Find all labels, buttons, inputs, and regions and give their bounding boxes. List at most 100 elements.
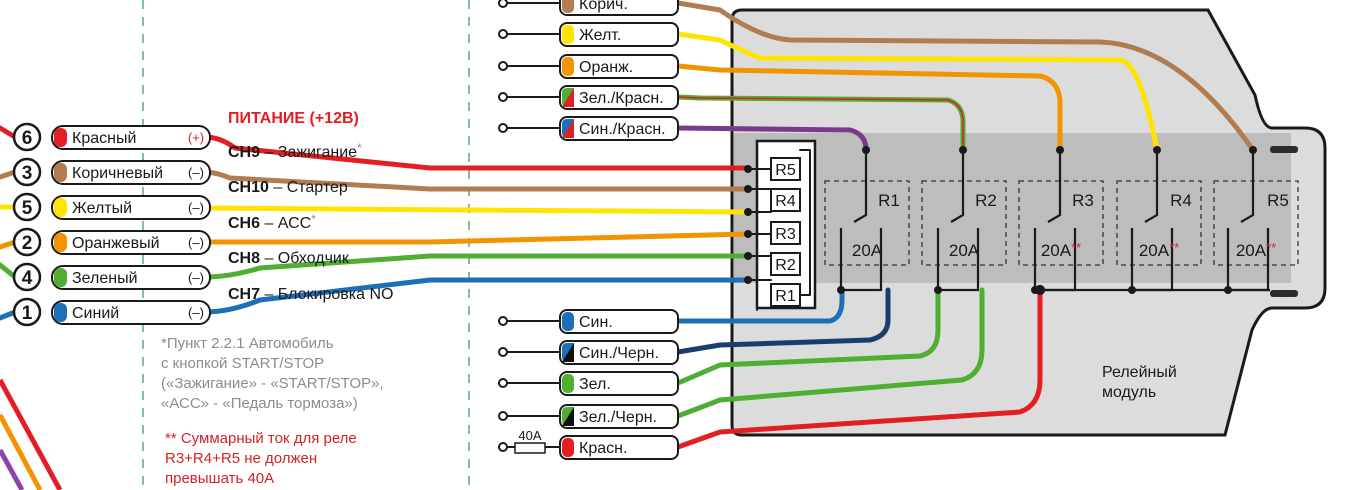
note-gray-line1: *Пункт 2.2.1 Автомобиль xyxy=(161,335,334,352)
connector-chip xyxy=(562,25,574,44)
stub-orange xyxy=(0,239,18,250)
note-gray-line2: с кнопкой START/STOP xyxy=(161,355,324,372)
harness-label-box xyxy=(51,195,211,220)
harness-number-badge xyxy=(12,157,42,187)
connector-chip xyxy=(562,374,574,393)
harness-color-chip xyxy=(54,128,67,147)
channel-ch9: CH9 – Зажигание* xyxy=(228,141,362,161)
relay-rating: 20A** xyxy=(1041,240,1081,260)
wire-brown-top xyxy=(675,0,1256,153)
relay-name: R4 xyxy=(1170,191,1192,210)
connector-box xyxy=(559,85,679,110)
note-red-line1: ** Суммарный ток для реле xyxy=(165,430,357,447)
harness-label: Зеленый xyxy=(72,270,138,287)
power-label: ПИТАНИЕ (+12В) xyxy=(228,110,359,127)
wire-green-red-stripe xyxy=(677,96,964,151)
switch-node xyxy=(934,286,942,294)
wires xyxy=(0,0,1256,450)
bus-node xyxy=(744,165,752,173)
wire-green-black-bottom xyxy=(675,287,985,419)
stub-brown xyxy=(0,169,18,180)
bottom-connector-5: Красн. xyxy=(498,435,679,460)
fuse-label: 40A xyxy=(518,428,541,443)
harness-row-6: Красный(+)6 xyxy=(12,122,211,152)
relay-name: R1 xyxy=(878,191,900,210)
channel-ch8: CH8 – Обходчик xyxy=(228,250,350,267)
switch-node xyxy=(959,146,967,154)
harness-label-box xyxy=(51,230,211,255)
top-connector-3: Оранж. xyxy=(498,54,679,79)
lead-terminal xyxy=(498,347,508,357)
wire-orange-top xyxy=(675,63,1063,153)
relay-rating: 20A xyxy=(852,241,883,260)
connector-chip-stripe xyxy=(562,88,574,107)
relay-box-5 xyxy=(1213,180,1299,266)
offscreen-wires xyxy=(0,378,63,490)
note-red-line3: превышать 40А xyxy=(165,470,274,487)
harness-number-badge xyxy=(12,262,42,292)
left-harness: Красный(+)6Коричневый(–)3Желтый(–)5Оранж… xyxy=(12,122,211,327)
fuse-40a: 40A xyxy=(514,428,546,454)
harness-row-1: Синий(–)1 xyxy=(12,297,211,327)
harness-row-5: Желтый(–)5 xyxy=(12,192,211,222)
switch-contacts xyxy=(839,228,883,292)
connector-label: Син. xyxy=(579,314,613,331)
bus-node xyxy=(744,185,752,193)
channel-ch7: CH7 – Блокировка NO xyxy=(228,286,393,303)
harness-number: 4 xyxy=(22,268,33,289)
bus-node xyxy=(744,208,752,216)
top-connector-4: Зел./Красн. xyxy=(498,85,679,110)
switch-common xyxy=(1240,150,1255,223)
input-relay-label: R3 xyxy=(775,226,796,243)
input-relay-label: R4 xyxy=(775,193,796,210)
harness-label: Оранжевый xyxy=(72,235,160,252)
harness-row-4: Зеленый(–)4 xyxy=(12,262,211,292)
harness-color-chip xyxy=(54,198,67,217)
top-connector-5: Син./Красн. xyxy=(498,116,679,141)
relay-boxes xyxy=(824,180,1299,266)
switch-node xyxy=(1153,146,1161,154)
lead-terminal xyxy=(498,316,508,326)
top-connector-1: Корич. xyxy=(498,0,679,16)
wire-blue-bottom xyxy=(675,287,845,324)
lead-terminal xyxy=(498,411,508,421)
connector-chip-stripe xyxy=(562,343,574,362)
wire-yellow-top xyxy=(675,31,1160,153)
harness-number-badge xyxy=(12,122,42,152)
harness-label-box xyxy=(51,300,211,325)
input-relay-box xyxy=(770,252,801,276)
connector-box xyxy=(559,54,679,79)
harness-sign: (–) xyxy=(188,305,204,320)
harness-color-chip xyxy=(54,163,67,182)
harness-number-badge xyxy=(12,192,42,222)
harness-number: 6 xyxy=(22,128,33,149)
lead-terminal xyxy=(498,92,508,102)
input-relay-label: R1 xyxy=(775,288,796,305)
lead-terminal xyxy=(498,442,508,452)
relay-box-1 xyxy=(824,180,910,266)
relay-name: R3 xyxy=(1072,191,1094,210)
bus-node xyxy=(744,252,752,260)
lead-terminal xyxy=(498,61,508,71)
switch-node xyxy=(1249,146,1257,154)
bus-node xyxy=(744,230,752,238)
note-gray-line3: («Зажигание» - «START/STOP», xyxy=(161,375,384,392)
switch-common xyxy=(1047,150,1062,223)
power-bus-node xyxy=(1034,284,1046,296)
connector-chip xyxy=(562,312,574,331)
harness-color-chip xyxy=(54,268,67,287)
harness-label-box xyxy=(51,160,211,185)
harness-sign: (–) xyxy=(188,165,204,180)
switch-common xyxy=(950,150,965,223)
switch-contacts xyxy=(936,228,980,292)
switch-node xyxy=(837,286,845,294)
connector-label: Зел. xyxy=(579,376,611,393)
harness-number-badge xyxy=(12,297,42,327)
wire-green-bottom xyxy=(675,287,941,386)
module-label-line2: модуль xyxy=(1102,384,1156,401)
bottom-connector-4: Зел./Черн. xyxy=(498,404,679,429)
stub-green xyxy=(0,262,18,280)
connector-box xyxy=(559,22,679,47)
